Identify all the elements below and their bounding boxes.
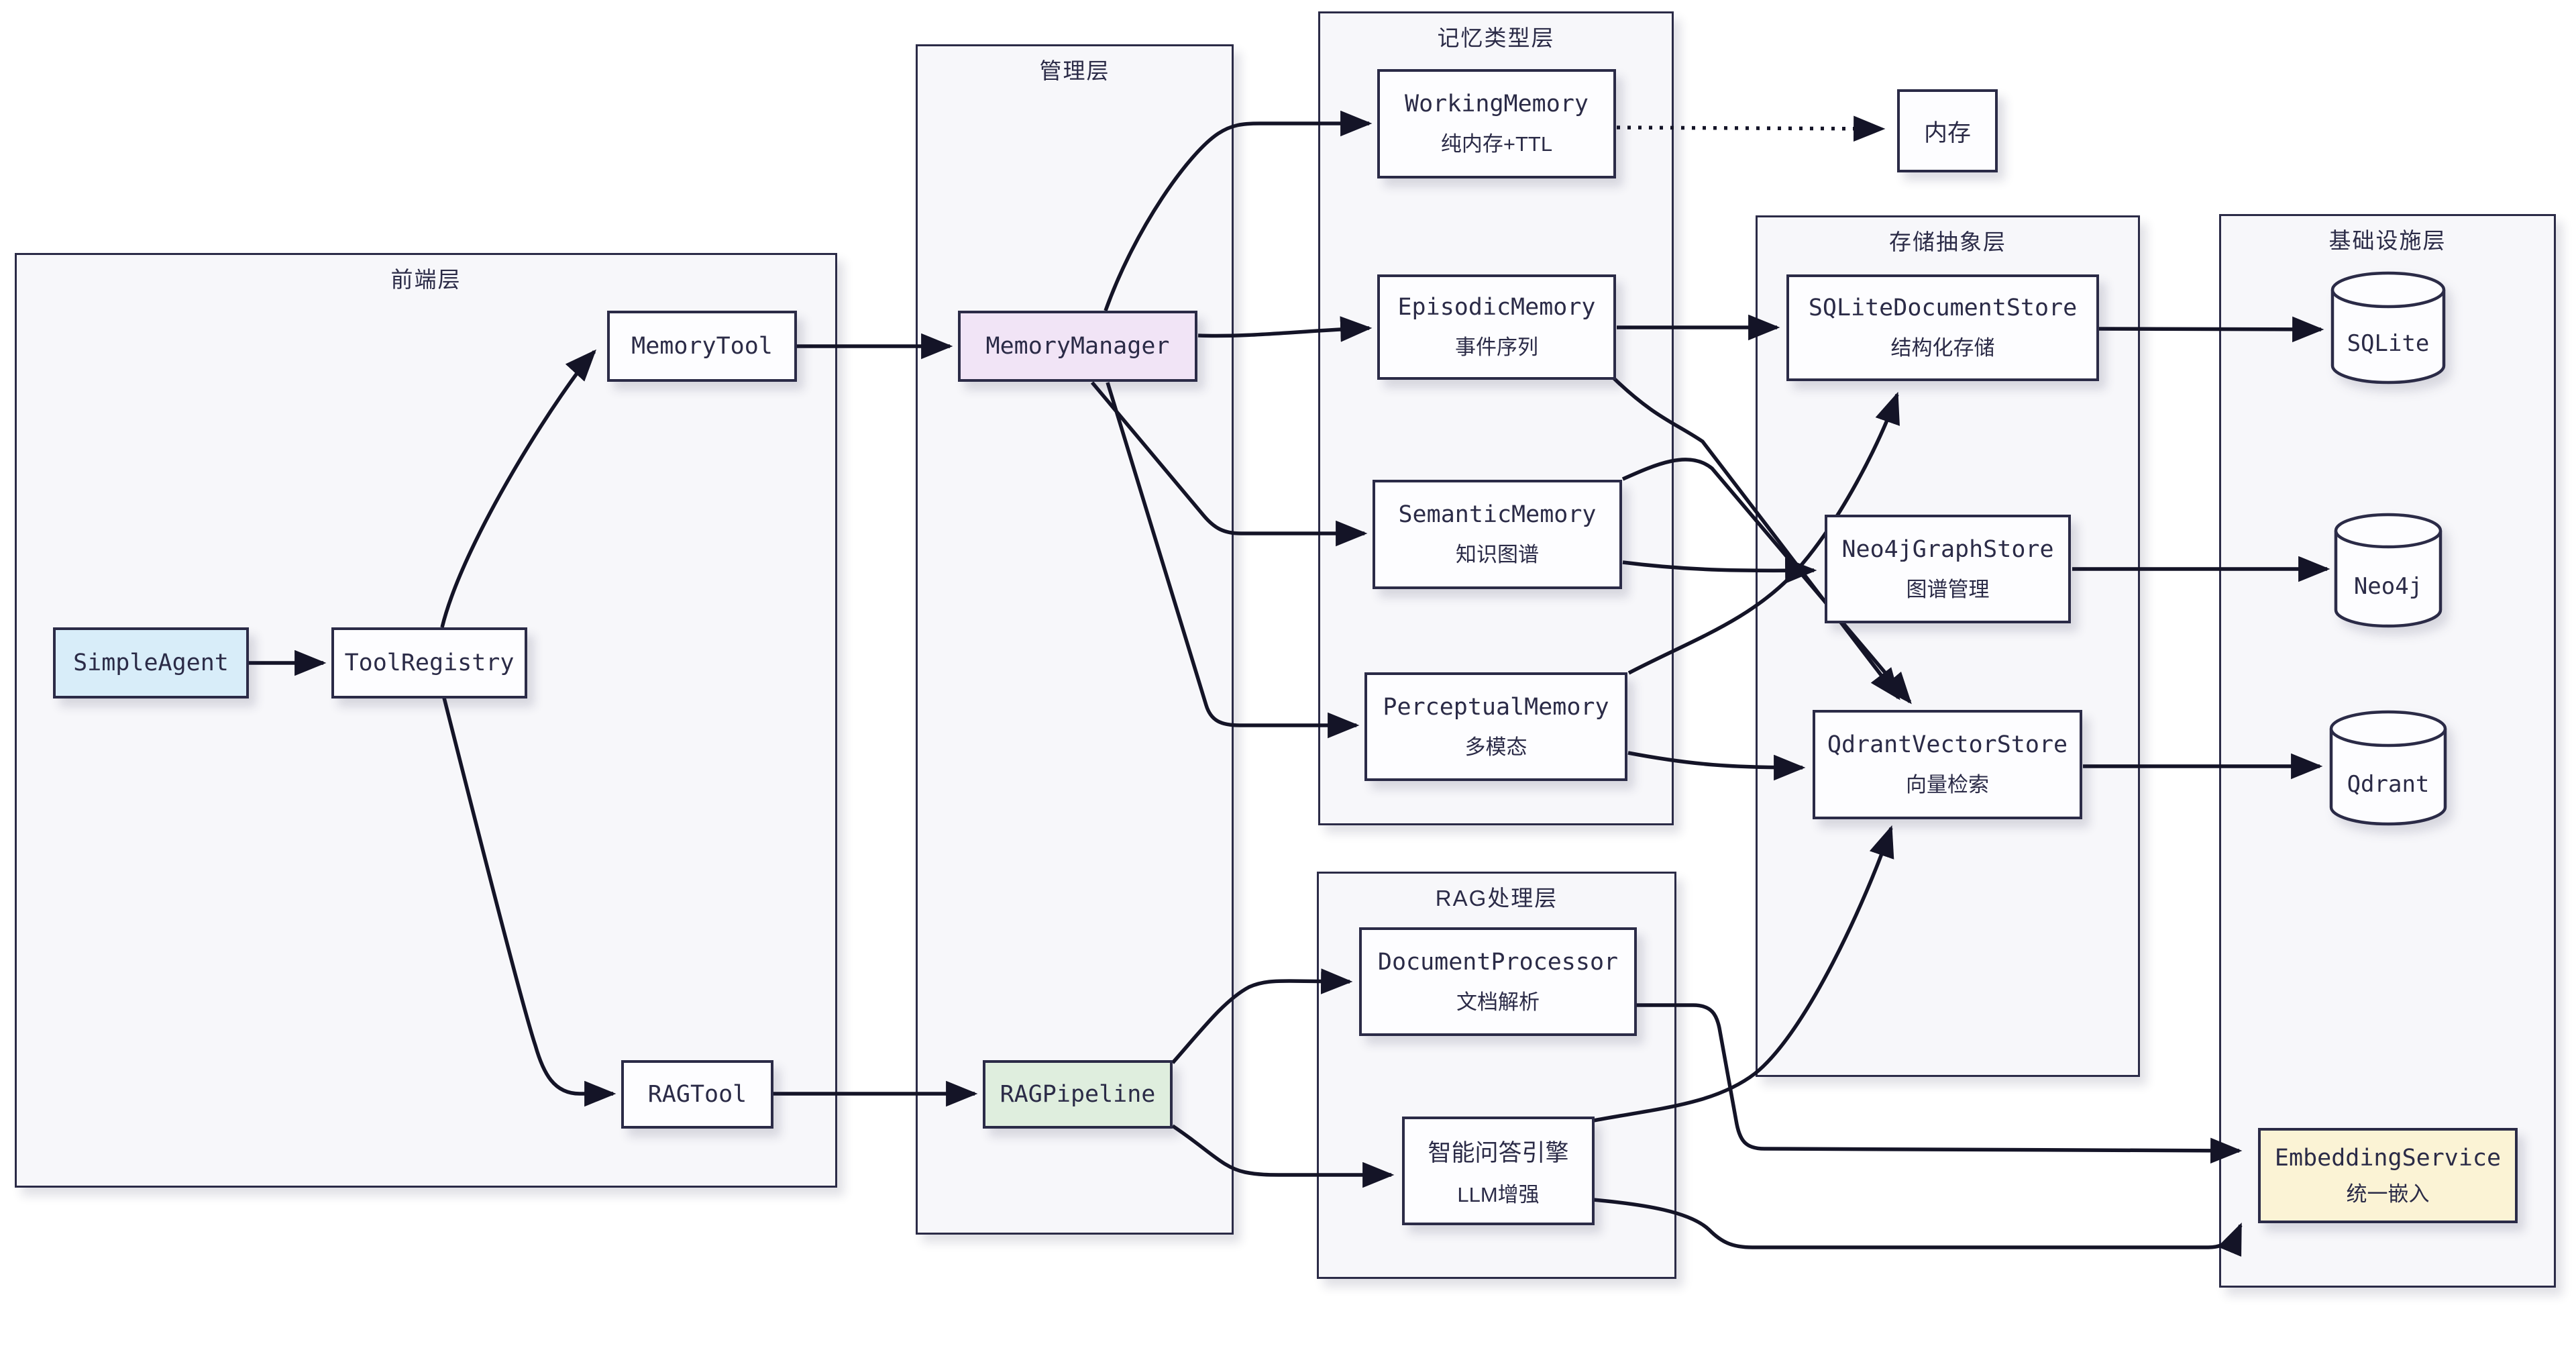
container-title: 存储抽象层 [1889,229,2006,254]
node-document-processor: DocumentProcessor 文档解析 [1359,927,1637,1036]
node-label: MemoryTool [631,333,773,360]
container-title: 记忆类型层 [1437,25,1555,50]
node-sublabel: 文档解析 [1456,990,1540,1014]
container-frontend-layer: 前端层 [15,253,837,1188]
node-label: ToolRegistry [344,650,515,676]
node-label: SQLiteDocumentStore [1808,295,2078,321]
node-label: SQLite [2347,330,2430,358]
node-rag-tool: RAGTool [621,1060,773,1129]
container-management-layer: 管理层 [916,44,1234,1235]
node-embedding-service: EmbeddingService 统一嵌入 [2258,1128,2518,1223]
node-label: 内存 [1923,119,1971,146]
node-label: RAGPipeline [1000,1081,1156,1108]
node-sublabel: 向量检索 [1906,773,1989,796]
database-cylinder-icon [2329,710,2447,826]
node-label: QdrantVectorStore [1827,731,2068,758]
container-title: 基础设施层 [2328,228,2447,253]
node-sublabel: 事件序列 [1455,335,1538,359]
node-qdrant-vector-store: QdrantVectorStore 向量检索 [1813,710,2082,819]
node-ram: 内存 [1897,89,1998,172]
database-cylinder-icon [2334,513,2443,628]
node-sublabel: LLM增强 [1457,1183,1540,1206]
node-neo4j-graph-store: Neo4jGraphStore 图谱管理 [1825,515,2071,623]
node-label: 智能问答引擎 [1428,1140,1569,1166]
node-perceptual-memory: PerceptualMemory 多模态 [1364,672,1627,781]
node-sqlite-database: SQLite [2330,271,2446,384]
node-label: WorkingMemory [1405,91,1589,117]
node-label: Neo4j [2353,573,2423,601]
container-title: RAG处理层 [1435,886,1558,911]
database-cylinder-icon [2330,271,2446,384]
node-qa-engine: 智能问答引擎 LLM增强 [1402,1117,1595,1225]
node-label: MemoryManager [985,333,1170,360]
node-episodic-memory: EpisodicMemory 事件序列 [1377,274,1616,380]
node-label: SimpleAgent [73,650,229,676]
node-sublabel: 结构化存储 [1890,336,1995,360]
node-label: DocumentProcessor [1377,948,1619,976]
node-label: RAGTool [647,1081,747,1108]
node-sublabel: 统一嵌入 [2346,1182,2430,1206]
node-qdrant-database: Qdrant [2329,710,2447,826]
node-sublabel: 多模态 [1464,735,1527,759]
node-sublabel: 知识图谱 [1456,543,1539,566]
node-working-memory: WorkingMemory 纯内存+TTL [1377,69,1616,178]
edge-qaengine-embeddingservice [1593,1198,2243,1257]
node-memory-tool: MemoryTool [607,311,797,382]
node-simple-agent: SimpleAgent [53,627,249,698]
node-neo4j-database: Neo4j [2334,513,2443,628]
node-semantic-memory: SemanticMemory 知识图谱 [1373,480,1622,589]
node-rag-pipeline: RAGPipeline [983,1060,1173,1129]
node-label: PerceptualMemory [1383,693,1609,721]
node-label: EmbeddingService [2274,1144,2502,1172]
container-title: 管理层 [1039,58,1110,83]
node-tool-registry: ToolRegistry [331,627,527,698]
node-sublabel: 纯内存+TTL [1440,132,1553,156]
node-label: Neo4jGraphStore [1841,535,2054,563]
node-memory-manager: MemoryManager [958,311,1197,382]
node-label: EpisodicMemory [1397,294,1596,321]
node-label: Qdrant [2347,770,2430,798]
node-sublabel: 图谱管理 [1906,577,1990,601]
node-sqlite-document-store: SQLiteDocumentStore 结构化存储 [1786,274,2099,381]
node-label: SemanticMemory [1398,501,1597,528]
container-title: 前端层 [390,267,462,292]
